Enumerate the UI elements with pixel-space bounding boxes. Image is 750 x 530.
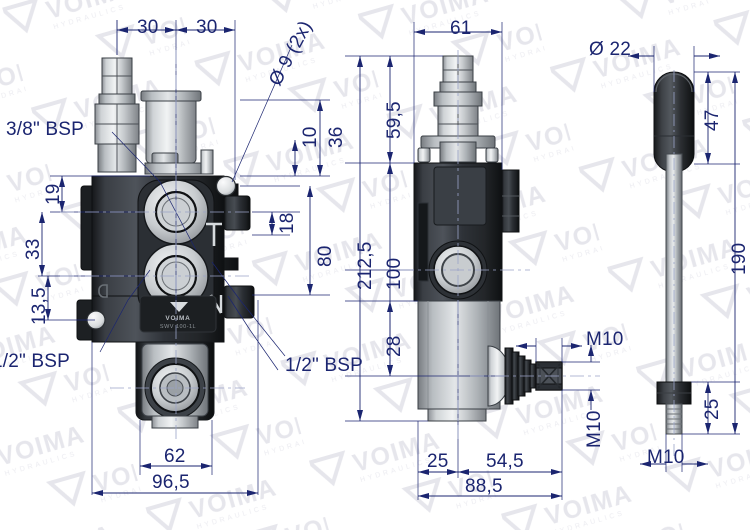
dim-side-vertical	[345, 55, 505, 422]
label-1-2-bsp-left: 1/2" BSP	[0, 351, 71, 372]
dim-text-19: 19	[43, 183, 64, 205]
dim-text-30-a: 30	[137, 17, 159, 38]
dim-right-stack	[240, 99, 330, 296]
dim-m10-side	[516, 338, 600, 410]
dim-text-m10-top: M10	[586, 329, 624, 350]
dim-text-28: 28	[384, 335, 405, 357]
front-nameplate: VOIMA SWV 100-1L	[139, 295, 217, 333]
svg-text:VOIMA: VOIMA	[165, 315, 190, 322]
dim-text-13-5: 13,5	[29, 287, 50, 325]
dim-text-dia-22: Ø 22	[589, 39, 631, 60]
dim-side-bottom	[417, 300, 563, 500]
dim-text-190: 190	[729, 242, 750, 275]
dim-bottom-stack	[91, 300, 259, 496]
dim-text-18: 18	[277, 212, 298, 234]
dim-text-80: 80	[315, 245, 336, 267]
dim-text-10: 10	[300, 126, 321, 148]
dim-text-33: 33	[23, 238, 44, 260]
dim-text-25-thread: 25	[702, 398, 723, 420]
dim-text-100: 100	[384, 257, 405, 290]
dim-text-30-b: 30	[196, 17, 218, 38]
dim-text-m10-side: M10	[584, 410, 605, 448]
dim-m10-thread	[640, 434, 708, 472]
dim-text-88-5: 88,5	[465, 476, 503, 497]
dim-text-36: 36	[326, 126, 347, 148]
side-top-coupler	[417, 55, 499, 163]
front-mounting-hole	[215, 175, 237, 197]
front-lower-spool	[135, 341, 215, 429]
leader-lines-front	[99, 44, 293, 371]
svg-text:SWV 100-1L: SWV 100-1L	[160, 324, 196, 330]
dim-text-m10-thread: M10	[647, 447, 685, 468]
dim-text-47: 47	[702, 109, 723, 131]
dim-lever-vertical	[682, 71, 740, 435]
dim-61	[413, 22, 503, 170]
dim-dia22	[628, 46, 720, 92]
dim-text-25: 25	[427, 451, 449, 472]
dim-text-96-5: 96,5	[152, 472, 190, 493]
lever-view-geometry	[653, 70, 695, 460]
dim-text-61: 61	[450, 18, 472, 39]
dim-text-212-5: 212,5	[355, 241, 376, 290]
dim-text-62: 62	[164, 446, 186, 467]
label-1-2-bsp-right: 1/2" BSP	[285, 355, 364, 376]
dim-text-59-5: 59,5	[384, 101, 405, 139]
label-3-8-bsp: 3/8" BSP	[6, 119, 85, 140]
dim-text-54-5: 54,5	[486, 451, 524, 472]
